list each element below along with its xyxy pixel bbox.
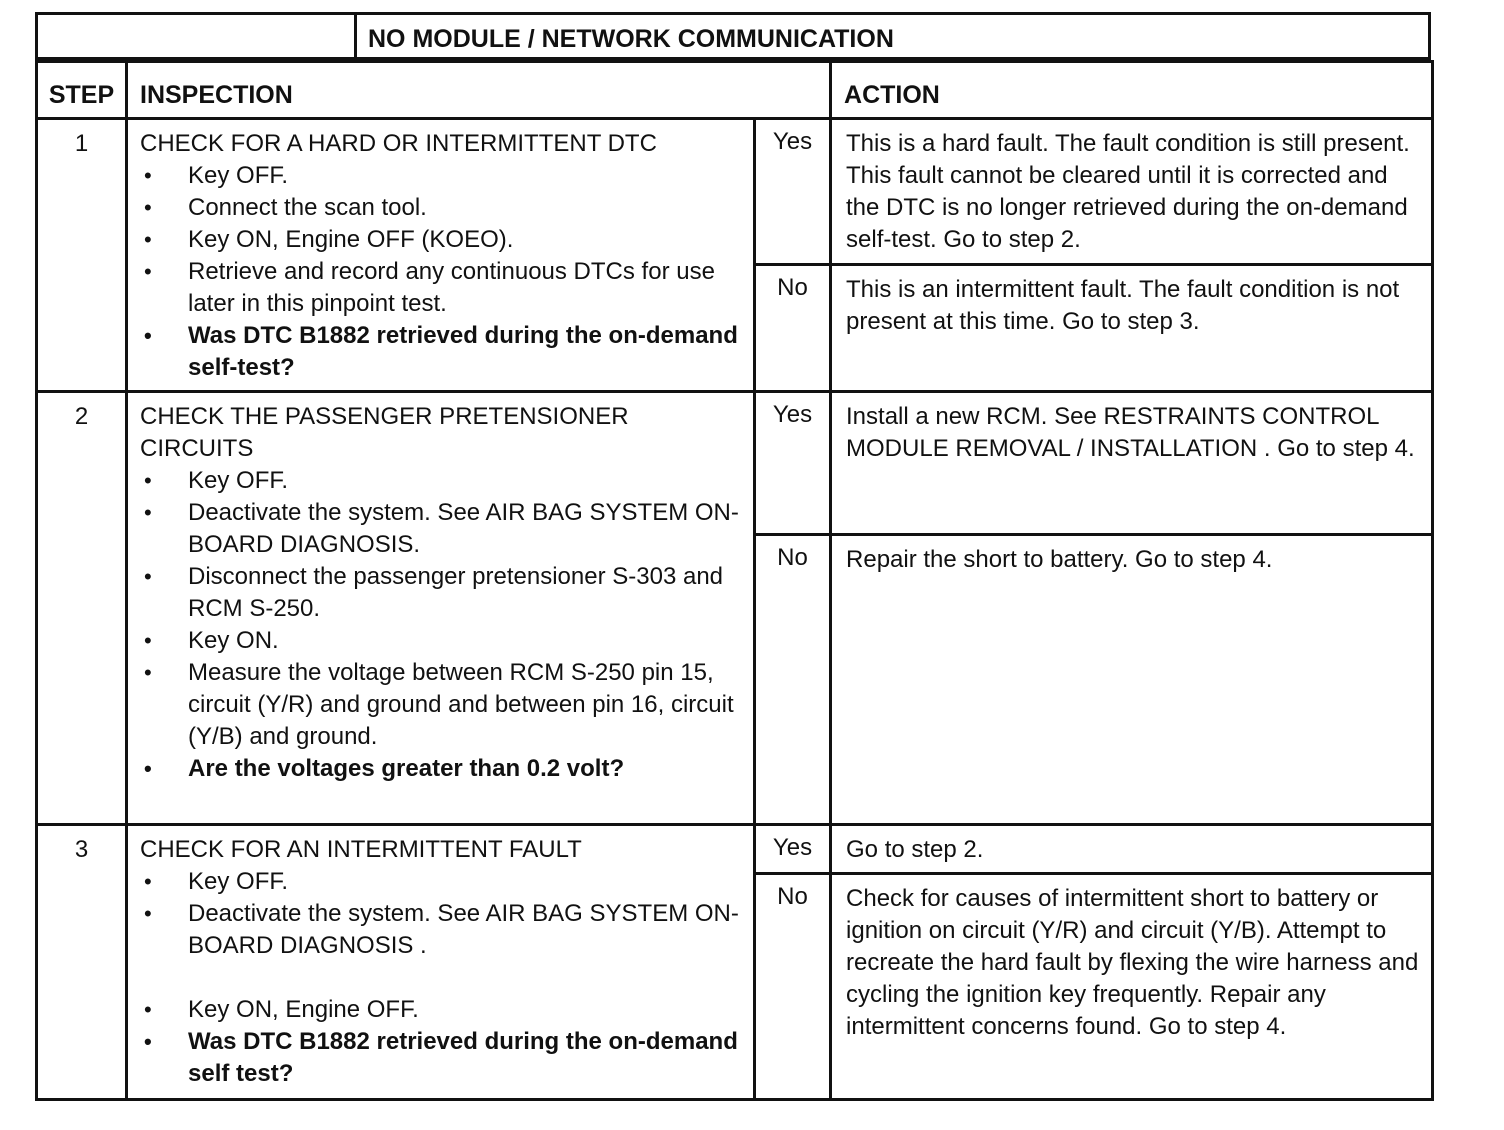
inspection-question: Are the voltages greater than 0.2 volt? <box>140 753 741 785</box>
title-frame: NO MODULE / NETWORK COMMUNICATION <box>35 12 1431 60</box>
inspection-heading: CHECK FOR A HARD OR INTERMITTENT DTC <box>140 130 657 157</box>
table-title: NO MODULE / NETWORK COMMUNICATION <box>368 25 894 53</box>
yes-label: Yes <box>752 117 833 266</box>
inspection-bullet: Key OFF. <box>140 465 741 497</box>
inspection-cell: CHECK FOR AN INTERMITTENT FAULT Key OFF.… <box>125 823 756 1101</box>
step-row-no: No This is an intermittent fault. The fa… <box>37 262 1435 394</box>
step-number: 3 <box>35 823 128 1101</box>
yes-label: Yes <box>752 390 833 536</box>
yes-label: Yes <box>752 823 833 875</box>
no-action: Check for causes of intermittent short t… <box>829 872 1435 1101</box>
no-label: No <box>752 872 833 1101</box>
title-blank-cell <box>38 15 357 57</box>
inspection-bullet: Disconnect the passenger pretensioner S-… <box>140 561 741 625</box>
inspection-bullet: Deactivate the system. See AIR BAG SYSTE… <box>140 898 741 962</box>
inspection-bullet: Key ON, Engine OFF (KOEO). <box>140 224 741 256</box>
no-label: No <box>752 262 833 394</box>
inspection-heading: CHECK FOR AN INTERMITTENT FAULT <box>140 836 582 863</box>
action-header: ACTION <box>829 60 1435 120</box>
inspection-bullet: Measure the voltage between RCM S-250 pi… <box>140 657 741 753</box>
inspection-cell: CHECK FOR A HARD OR INTERMITTENT DTC Key… <box>125 117 756 393</box>
inspection-bullet: Retrieve and record any continuous DTCs … <box>140 256 741 320</box>
inspection-heading: CHECK THE PASSENGER PRETENSIONER CIRCUIT… <box>140 403 629 462</box>
inspection-list: Key OFF. Deactivate the system. See AIR … <box>140 866 741 1090</box>
inspection-question: Was DTC B1882 retrieved during the on-de… <box>140 1026 741 1090</box>
title-row: NO MODULE / NETWORK COMMUNICATION <box>35 12 1431 60</box>
step-row: 3 CHECK FOR AN INTERMITTENT FAULT Key OF… <box>35 823 1435 1101</box>
step-number: 1 <box>35 117 128 393</box>
pinpoint-test-table: STEP INSPECTION ACTION 1 CHECK FOR A HAR… <box>35 60 1435 1101</box>
inspection-question: Was DTC B1882 retrieved during the on-de… <box>140 320 741 384</box>
no-label: No <box>752 533 833 826</box>
step-row-no: No Check for causes of intermittent shor… <box>37 872 1435 1101</box>
no-action: This is an intermittent fault. The fault… <box>829 262 1435 394</box>
step-row: 1 CHECK FOR A HARD OR INTERMITTENT DTC K… <box>35 117 1435 393</box>
inspection-bullet: Connect the scan tool. <box>140 192 741 224</box>
inspection-bullet: Deactivate the system. See AIR BAG SYSTE… <box>140 497 741 561</box>
yes-action: Go to step 2. <box>829 823 1435 875</box>
header-row: STEP INSPECTION ACTION <box>35 60 1435 120</box>
no-action: Repair the short to battery. Go to step … <box>829 533 1435 826</box>
inspection-bullet: Key ON, Engine OFF. <box>140 994 741 1026</box>
inspection-list: Key OFF. Connect the scan tool. Key ON, … <box>140 160 741 384</box>
step-header: STEP <box>35 60 128 120</box>
step-number: 2 <box>35 390 128 826</box>
inspection-header: INSPECTION <box>124 60 833 120</box>
step-row: 2 CHECK THE PASSENGER PRETENSIONER CIRCU… <box>35 390 1435 826</box>
yes-action: Install a new RCM. See RESTRAINTS CONTRO… <box>829 390 1435 536</box>
inspection-cell: CHECK THE PASSENGER PRETENSIONER CIRCUIT… <box>125 390 756 826</box>
inspection-bullet: Key OFF. <box>140 160 741 192</box>
inspection-bullet: Key OFF. <box>140 866 741 898</box>
step-row-no: No Repair the short to battery. Go to st… <box>37 533 1435 826</box>
yes-action: This is a hard fault. The fault conditio… <box>829 117 1435 266</box>
inspection-bullet: Key ON. <box>140 625 741 657</box>
inspection-list: Key OFF. Deactivate the system. See AIR … <box>140 465 741 785</box>
